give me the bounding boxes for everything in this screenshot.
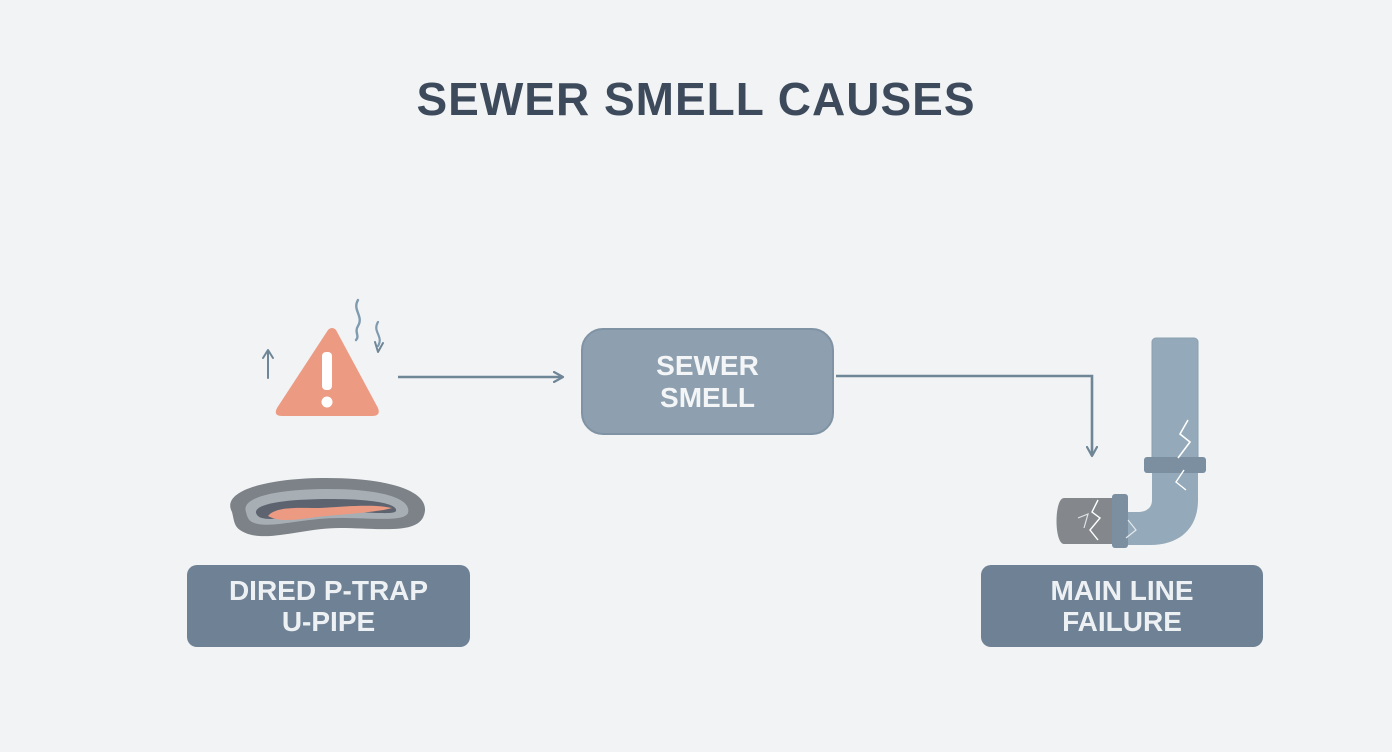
odor-wave-icon (262, 298, 384, 379)
diagram-title: SEWER SMELL CAUSES (416, 73, 976, 125)
arrow-to-main-line (836, 374, 1092, 456)
sewer-smell-label: SEWER SMELL (656, 349, 759, 413)
dried-p-trap-label: DIRED P-TRAP U-PIPE (228, 575, 429, 637)
main-line-failure-node: MAIN LINE FAILURE (981, 565, 1263, 647)
dried-p-trap-icon (230, 478, 426, 537)
warning-triangle-icon (275, 328, 379, 416)
dried-p-trap-node: DIRED P-TRAP U-PIPE (187, 565, 470, 647)
cracked-pipe-icon (1056, 337, 1206, 548)
main-line-failure-label: MAIN LINE FAILURE (1050, 575, 1194, 637)
sewer-smell-node: SEWER SMELL (581, 328, 834, 435)
